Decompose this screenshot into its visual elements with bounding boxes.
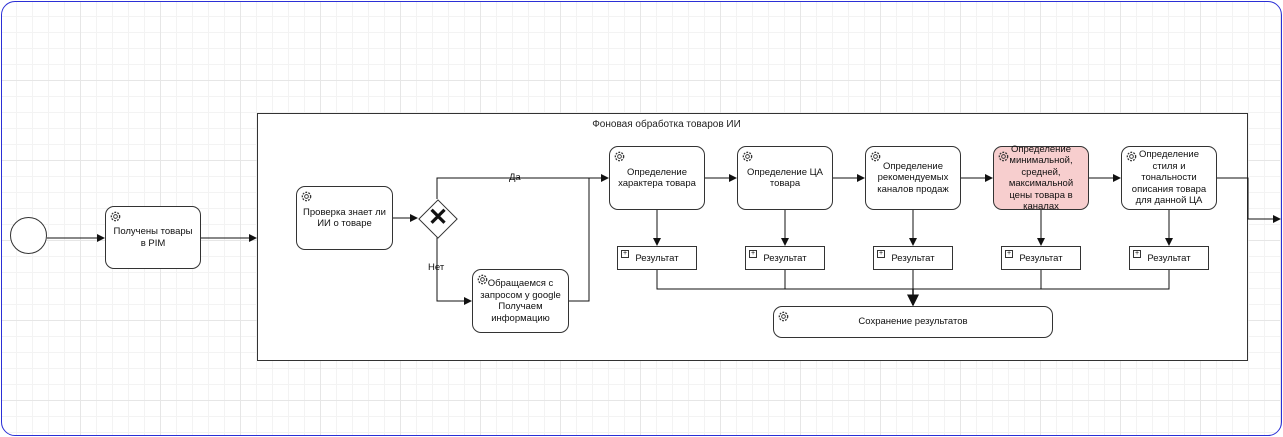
result-channels[interactable]: + Результат — [873, 246, 953, 270]
result-label: Результат — [635, 252, 679, 264]
gear-icon — [998, 151, 1009, 162]
task-label: Определение рекомендуемых каналов продаж — [877, 160, 949, 195]
gear-icon — [110, 211, 121, 222]
result-label: Результат — [891, 252, 935, 264]
task-label: Проверка знает ли ИИ о товаре — [303, 206, 386, 230]
gear-icon — [1126, 151, 1137, 162]
result-character[interactable]: + Результат — [617, 246, 697, 270]
gear-icon — [778, 311, 789, 322]
task-style[interactable]: Определение стиля и тональности описания… — [1121, 146, 1217, 210]
task-character[interactable]: Определение характера товара — [609, 146, 705, 210]
task-label: Определение ЦА товара — [746, 166, 824, 190]
gear-icon — [870, 151, 881, 162]
result-label: Результат — [1147, 252, 1191, 264]
result-price[interactable]: + Результат — [1001, 246, 1081, 270]
task-google[interactable]: Обращаемся с запросом у google Получаем … — [472, 269, 569, 333]
result-ca[interactable]: + Результат — [745, 246, 825, 270]
task-label: Обращаемся с запросом у google Получаем … — [480, 278, 561, 324]
task-label: Определение характера товара — [618, 166, 696, 190]
gateway-no-label: Нет — [428, 262, 445, 273]
result-label: Результат — [1019, 252, 1063, 264]
expand-plus-icon[interactable]: + — [749, 250, 757, 258]
task-channels[interactable]: Определение рекомендуемых каналов продаж — [865, 146, 961, 210]
task-save[interactable]: Сохранение результатов — [773, 306, 1053, 338]
gateway-x-icon: ✕ — [427, 204, 449, 231]
expand-plus-icon[interactable]: + — [877, 250, 885, 258]
task-price[interactable]: Определение минимальной, средней, максим… — [993, 143, 1089, 213]
task-label: Получены товары в PIM — [113, 226, 193, 249]
task-label: Определение минимальной, средней, максим… — [1008, 143, 1074, 213]
expand-plus-icon[interactable]: + — [621, 250, 629, 258]
gear-icon — [742, 151, 753, 162]
gear-icon — [477, 274, 488, 285]
expand-plus-icon[interactable]: + — [1133, 250, 1141, 258]
task-received[interactable]: Получены товары в PIM — [105, 206, 201, 269]
expand-plus-icon[interactable]: + — [1005, 250, 1013, 258]
task-check-ai[interactable]: Проверка знает ли ИИ о товаре — [296, 186, 393, 250]
task-label: Определение стиля и тональности описания… — [1131, 149, 1207, 207]
pool-title: Фоновая обработка товаров ИИ — [592, 119, 741, 130]
task-label: Сохранение результатов — [858, 316, 968, 328]
gear-icon — [301, 191, 312, 202]
result-style[interactable]: + Результат — [1129, 246, 1209, 270]
start-event[interactable] — [10, 217, 47, 254]
gateway-yes-label: Да — [509, 172, 521, 183]
gear-icon — [614, 151, 625, 162]
task-ca[interactable]: Определение ЦА товара — [737, 146, 833, 210]
result-label: Результат — [763, 252, 807, 264]
